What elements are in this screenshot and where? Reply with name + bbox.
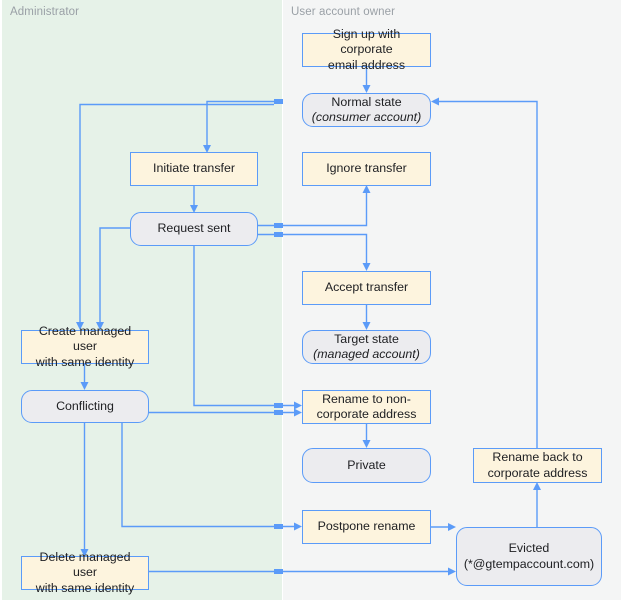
swimlane-label-user-account-owner: User account owner [291,6,396,18]
node-target-state-line1: Target state [334,331,399,346]
node-ignore-transfer-line1: Ignore transfer [326,161,407,176]
node-rename-back-to-corporate-line1: Rename back to [492,450,583,465]
swimlane-label-administrator: Administrator [10,6,80,18]
node-private[interactable]: Private [302,448,431,483]
node-signup[interactable]: Sign up with corporate email address [302,27,431,72]
node-request-sent-line1: Request sent [157,221,231,236]
node-signup-line2: email address [327,57,406,72]
node-rename-to-noncorporate-line2: corporate address [316,407,417,421]
node-create-managed-user-line1: Create managed user [38,324,132,354]
node-create-managed-user[interactable]: Create managed user with same identity [21,324,149,369]
swimlane-administrator [2,0,282,600]
node-delete-managed-user-line2: with same identity [35,580,135,595]
node-conflicting-line1: Conflicting [56,398,114,413]
node-evicted-line1: Evicted [508,541,550,556]
node-private-line1: Private [347,457,386,472]
node-normal-state[interactable]: Normal state (consumer account) [302,93,431,127]
node-conflicting[interactable]: Conflicting [21,390,149,423]
node-request-sent[interactable]: Request sent [130,212,258,246]
node-postpone-rename-line1: Postpone rename [317,519,416,534]
node-initiate-transfer[interactable]: Initiate transfer [130,152,258,186]
node-target-state-line2: (managed account) [313,347,420,361]
node-normal-state-line1: Normal state [331,94,402,109]
node-rename-to-noncorporate[interactable]: Rename to non- corporate address [302,390,431,424]
node-signup-line1: Sign up with corporate [332,27,401,57]
node-accept-transfer-line1: Accept transfer [324,280,409,295]
node-target-state[interactable]: Target state (managed account) [302,330,431,364]
node-ignore-transfer[interactable]: Ignore transfer [302,152,431,186]
node-rename-to-noncorporate-line1: Rename to non- [322,391,411,406]
node-initiate-transfer-line1: Initiate transfer [153,161,235,176]
node-delete-managed-user-line1: Delete managed user [39,550,131,580]
node-normal-state-line2: (consumer account) [311,110,422,124]
node-evicted[interactable]: Evicted (*@gtempaccount.com) [456,527,602,586]
node-evicted-line2: (*@gtempaccount.com) [463,556,595,571]
node-delete-managed-user[interactable]: Delete managed user with same identity [21,550,149,595]
node-create-managed-user-line2: with same identity [35,354,135,369]
node-rename-back-to-corporate-line2: corporate address [487,465,588,480]
node-rename-back-to-corporate[interactable]: Rename back to corporate address [473,448,602,483]
node-accept-transfer[interactable]: Accept transfer [302,271,431,305]
node-postpone-rename[interactable]: Postpone rename [302,510,431,544]
